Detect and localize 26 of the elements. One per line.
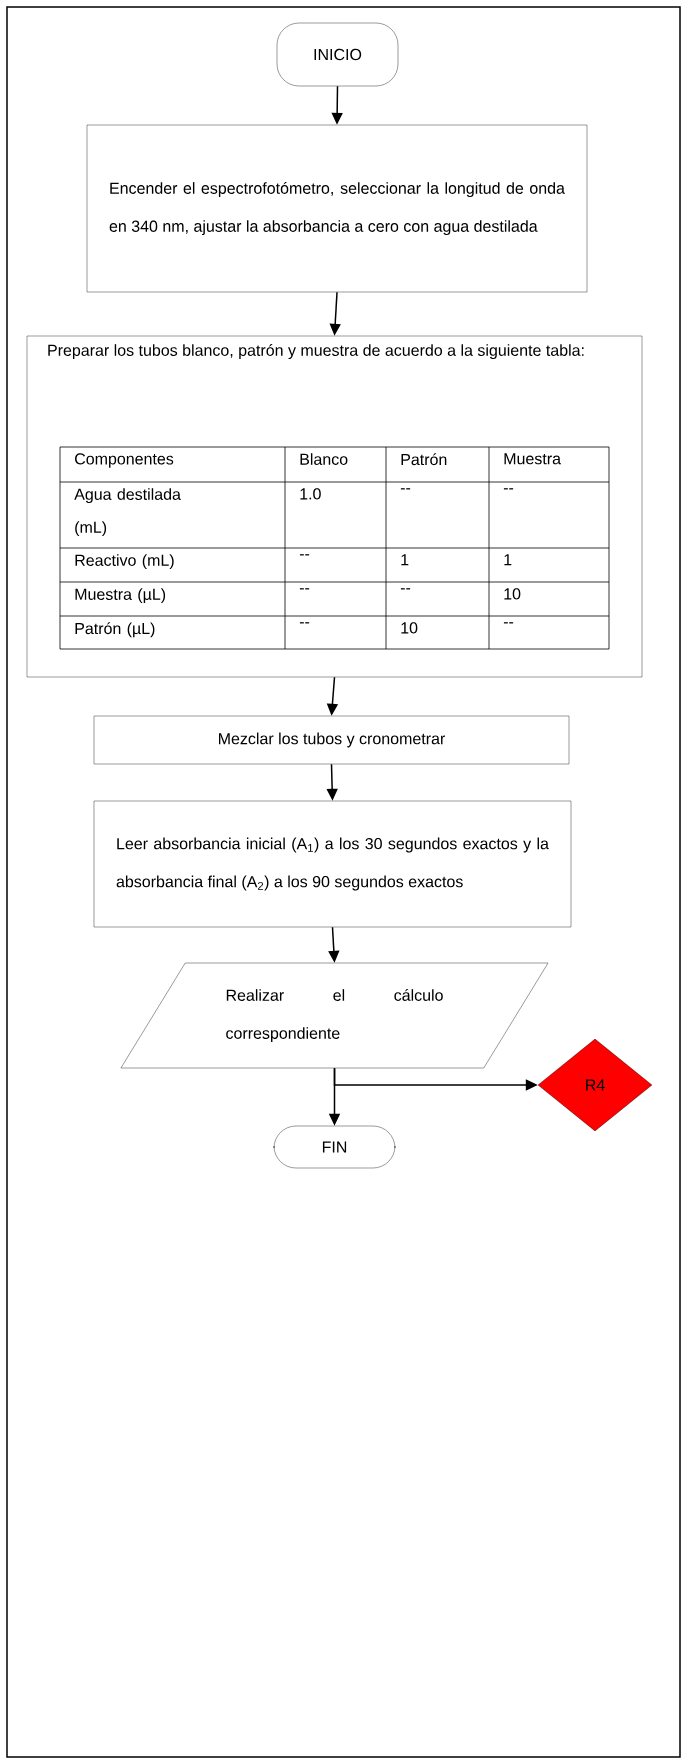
table-cell: Patrón (µL) [75,622,155,638]
table-header: Blanco [300,453,348,465]
table-cell: 1.0 [300,488,321,500]
table-cell: Reactivo (mL) [75,554,174,570]
table-cell: Agua destilada (mL) [74,488,181,537]
table-cell: -- [400,588,411,590]
table-cell: -- [503,622,514,624]
table-cell: 1 [401,554,409,566]
process-box: Leer absorbancia inicial (A$_{1}$) a los 30 segundos exactos y la absorbancia final (A$_{2}$) a los 90 segundos exactos [93,800,572,928]
table-cell: 10 [401,622,418,634]
start-terminal: INICIO [276,22,399,87]
table-header: Componentes [75,453,174,468]
process-box: Mezclar los tubos y cronometrar [93,715,570,765]
table-cell: -- [503,488,514,490]
table-header: Muestra [504,453,561,465]
table-cell: 10 [504,588,521,600]
table-header: Patrón [401,453,447,466]
process-box: Encender el espectrofotómetro, seleccionar la longitud de onda en 340 nm, ajustar la absorbancia a cero con agua destilada [86,124,588,293]
table-cell: -- [299,554,310,556]
table-cell: -- [299,622,310,624]
table-cell: Muestra (µL) [75,588,166,604]
table-cell: -- [400,488,411,490]
table-cell: -- [299,588,310,590]
table-cell: 1 [504,554,512,566]
end-terminal: FIN [273,1125,396,1169]
input-output-parallelogram: Realizar el cálculo correspondiente [120,962,549,1069]
